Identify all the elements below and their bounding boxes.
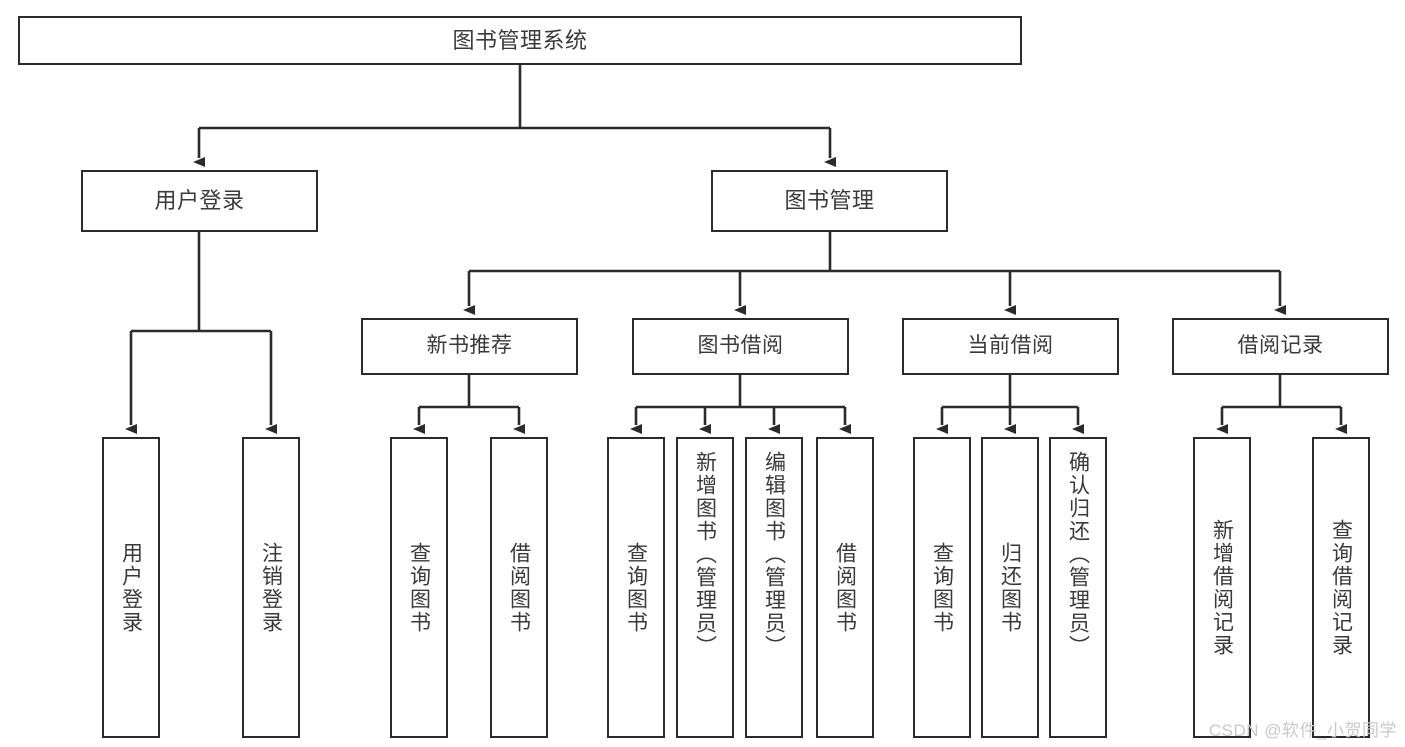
node-label: 查询图书	[930, 541, 954, 634]
node-current-borrow[interactable]: 当前借阅	[902, 318, 1119, 375]
node-label: 归还图书	[998, 541, 1022, 634]
node-label: 借阅图书	[833, 541, 857, 634]
leaf-book-borrow-lend[interactable]: 借阅图书	[816, 437, 874, 738]
node-label: 新书推荐	[426, 334, 513, 358]
leaf-user-login-signin[interactable]: 用户登录	[102, 437, 160, 738]
node-label: 新增图书（管理员）	[693, 451, 717, 658]
node-label: 借阅记录	[1237, 334, 1324, 358]
leaf-current-borrow-query[interactable]: 查询图书	[913, 437, 971, 738]
leaf-current-borrow-confirm-return[interactable]: 确认归还（管理员）	[1049, 437, 1107, 738]
leaf-borrow-record-query[interactable]: 查询借阅记录	[1312, 437, 1370, 738]
node-label: 确认归还（管理员）	[1066, 451, 1090, 658]
node-new-book-recommend[interactable]: 新书推荐	[361, 318, 578, 375]
node-label: 查询图书	[624, 541, 648, 634]
node-root-system[interactable]: 图书管理系统	[18, 16, 1022, 65]
leaf-book-borrow-query[interactable]: 查询图书	[607, 437, 665, 738]
node-book-management[interactable]: 图书管理	[711, 170, 948, 232]
node-label: 新增借阅记录	[1210, 518, 1234, 657]
leaf-borrow-record-add[interactable]: 新增借阅记录	[1193, 437, 1251, 738]
node-label: 用户登录	[119, 541, 143, 634]
leaf-current-borrow-return[interactable]: 归还图书	[981, 437, 1039, 738]
node-label: 查询借阅记录	[1329, 518, 1353, 657]
leaf-new-book-borrow[interactable]: 借阅图书	[490, 437, 548, 738]
node-label: 图书管理系统	[452, 27, 588, 53]
node-label: 图书管理	[784, 188, 875, 214]
node-label: 用户登录	[154, 188, 245, 214]
leaf-book-borrow-add[interactable]: 新增图书（管理员）	[676, 437, 734, 738]
node-label: 图书借阅	[697, 334, 784, 358]
node-user-login[interactable]: 用户登录	[81, 170, 318, 232]
node-label: 查询图书	[407, 541, 431, 634]
node-label: 编辑图书（管理员）	[762, 451, 786, 658]
leaf-new-book-query[interactable]: 查询图书	[390, 437, 448, 738]
node-borrow-record[interactable]: 借阅记录	[1172, 318, 1389, 375]
node-label: 注销登录	[259, 541, 283, 634]
node-label: 借阅图书	[507, 541, 531, 634]
node-book-borrow[interactable]: 图书借阅	[632, 318, 849, 375]
node-label: 当前借阅	[967, 334, 1054, 358]
leaf-user-login-signout[interactable]: 注销登录	[242, 437, 300, 738]
csdn-watermark: CSDN @软件_小贺同学	[1208, 721, 1397, 740]
leaf-book-borrow-edit[interactable]: 编辑图书（管理员）	[745, 437, 803, 738]
